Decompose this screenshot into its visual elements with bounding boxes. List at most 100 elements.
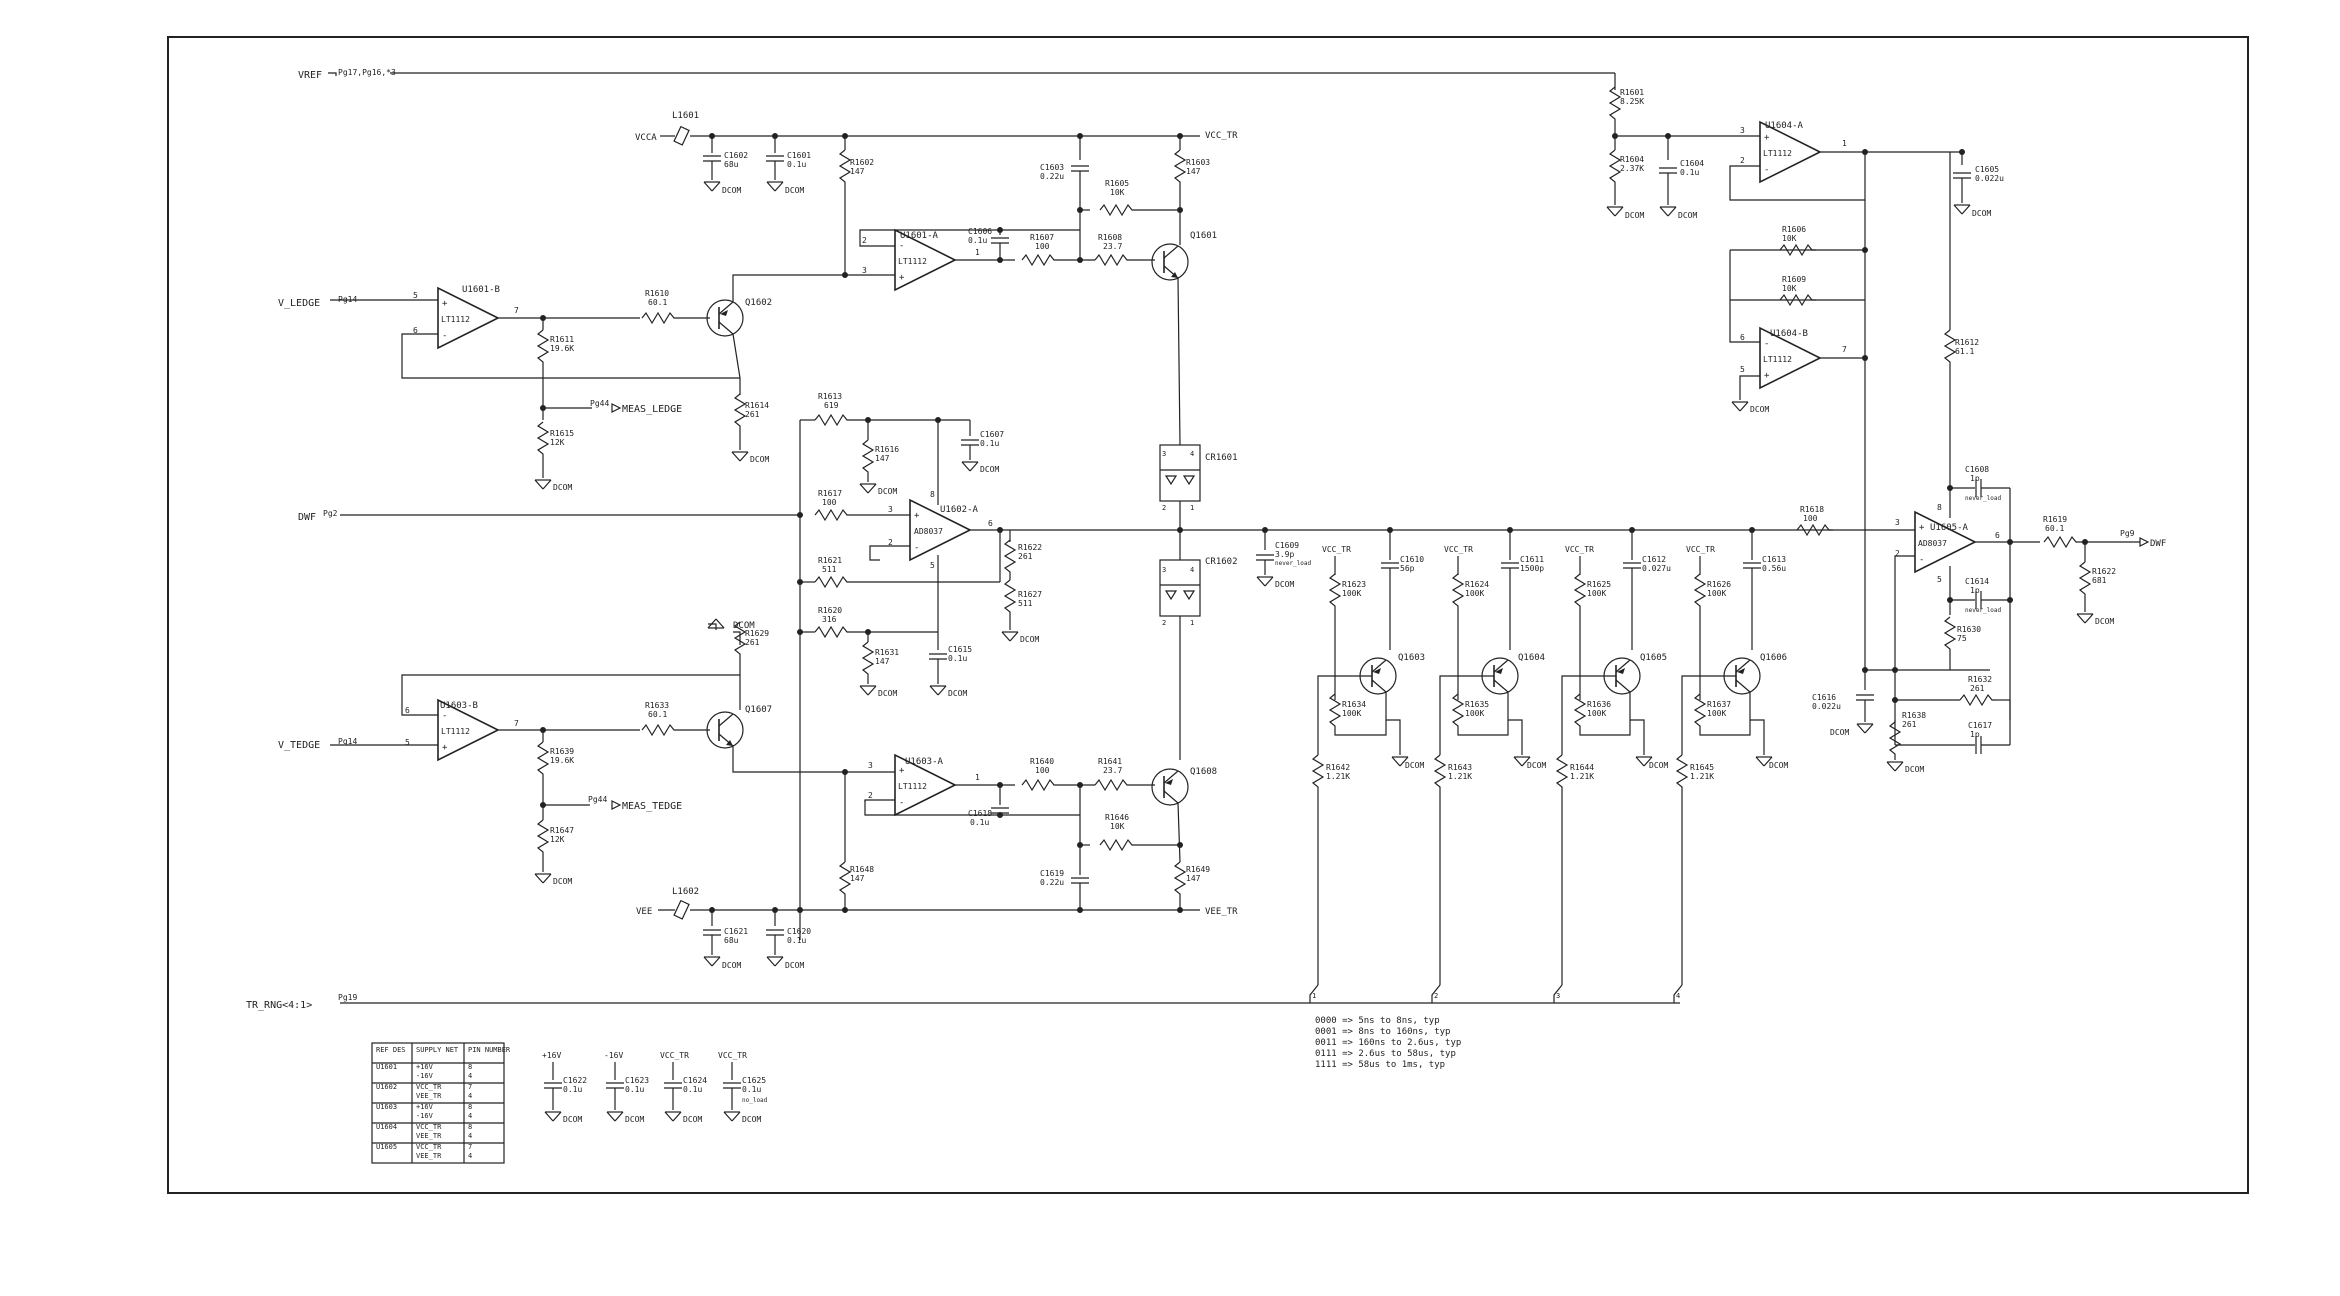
c1607-value: 0.1u (980, 439, 999, 448)
c1606-ref: C1606 (968, 227, 992, 236)
r1641-ref: R1641 (1098, 757, 1122, 766)
svg-text:3: 3 (1162, 566, 1166, 574)
c1607-ref: C1607 (980, 430, 1004, 439)
r1603-ref: R1603 (1186, 158, 1210, 167)
c1622-value: 0.1u (563, 1085, 582, 1094)
r1633-ref: R1633 (645, 701, 669, 710)
svg-text:-: - (1919, 555, 1924, 565)
c1624-ref: C1624 (683, 1076, 707, 1085)
svg-text:1: 1 (975, 248, 980, 257)
supply-label: VCC_TR (660, 1051, 689, 1060)
r1632-value: 261 (1970, 684, 1985, 693)
svg-text:7: 7 (514, 719, 519, 728)
r1639-value: 19.6K (550, 756, 574, 765)
timing-cell-4: VCC_TR R1626 100K C1613 0.56u Q1606 DCOM… (1676, 530, 1788, 985)
r1643-value: 1.21K (1448, 772, 1472, 781)
svg-text:-: - (899, 798, 904, 808)
c1614-note: never_load (1965, 607, 2002, 614)
c1620-value: 0.1u (787, 936, 806, 945)
svg-text:+: + (899, 273, 905, 283)
svg-text:1: 1 (1842, 139, 1847, 148)
c1610-ref: C1610 (1400, 555, 1424, 564)
r1639-ref: R1639 (550, 747, 574, 756)
r1632-ref: R1632 (1968, 675, 1992, 684)
decoupling-c1622: +16V C1622 0.1u DCOM (542, 1051, 587, 1124)
table-cell: VCC_TR (416, 1123, 442, 1131)
c1616-value: 0.022u (1812, 702, 1841, 711)
svg-text:-: - (914, 543, 919, 553)
dcom-label: DCOM (625, 1115, 644, 1124)
dcom-label: DCOM (683, 1115, 702, 1124)
table-cell: -16V (416, 1112, 434, 1120)
c1608-ref: C1608 (1965, 465, 1989, 474)
cr1602-ref: CR1602 (1205, 557, 1238, 567)
table-header: REF DES (376, 1046, 406, 1054)
svg-text:6: 6 (405, 706, 410, 715)
svg-text:6: 6 (988, 519, 993, 528)
dcom-label: DCOM (1830, 728, 1849, 737)
svg-text:2: 2 (888, 538, 893, 547)
q1603-ref: Q1603 (1398, 653, 1425, 663)
table-cell: 7 (468, 1143, 472, 1151)
svg-text:-: - (1764, 165, 1769, 175)
vref-port: VREF Pg17,Pg16,*3 (298, 68, 1616, 90)
dcom-label: DCOM (1905, 765, 1924, 774)
q1606-ref: Q1606 (1760, 653, 1787, 663)
u1601b-type: LT1112 (441, 315, 470, 324)
dcom-label: DCOM (722, 186, 741, 195)
dcom-label: DCOM (722, 961, 741, 970)
table-cell: VEE_TR (416, 1152, 442, 1160)
u1603a-type: LT1112 (898, 782, 927, 791)
c1620-ref: C1620 (787, 927, 811, 936)
r1638-ref: R1638 (1902, 711, 1926, 720)
meas-tedge-label: MEAS_TEDGE (622, 801, 682, 812)
u1603b-type: LT1112 (441, 727, 470, 736)
svg-text:5: 5 (413, 291, 418, 300)
r1604-value: 2.37K (1620, 164, 1644, 173)
vref-ref: Pg17,Pg16,*3 (338, 68, 396, 77)
dwf-in-ref: Pg2 (323, 509, 338, 518)
c1619-value: 0.22u (1040, 878, 1064, 887)
svg-text:5: 5 (1740, 365, 1745, 374)
range-note: 0011 => 160ns to 2.6us, typ (1315, 1038, 1461, 1048)
svg-text:2: 2 (1434, 992, 1438, 1000)
r1626-value: 100K (1707, 589, 1726, 598)
l1602-ferrite (673, 899, 690, 920)
u1604a-ref: U1604-A (1765, 121, 1804, 131)
u1603a-ref: U1603-A (905, 757, 944, 767)
svg-text:1: 1 (975, 773, 980, 782)
svg-text:3: 3 (862, 266, 867, 275)
u1602a-ref: U1602-A (940, 505, 979, 515)
r1638-value: 261 (1902, 720, 1917, 729)
dcom-label: DCOM (1020, 635, 1039, 644)
meas-ledge-label: MEAS_LEDGE (622, 404, 682, 415)
r1607-ref: R1607 (1030, 233, 1054, 242)
r1649-ref: R1649 (1186, 865, 1210, 874)
r1610-value: 60.1 (648, 298, 667, 307)
table-cell: U1603 (376, 1103, 397, 1111)
r1602-value: 147 (850, 167, 865, 176)
u1603b-opamp: -+ LT1112 U1603-B 657 (405, 698, 640, 762)
u1605a-opamp: +- AD8037 U1605-A 326 85 (1880, 488, 2000, 600)
c1615-ref: C1615 (948, 645, 972, 654)
r1620-ref: R1620 (818, 606, 842, 615)
c1621-value: 68u (724, 936, 739, 945)
svg-text:5: 5 (405, 738, 410, 747)
r1614-ref: R1614 (745, 401, 769, 410)
c1602-value: 68u (724, 160, 739, 169)
range-note: 0001 => 8ns to 160ns, typ (1315, 1027, 1450, 1037)
u1601a-opamp: -+ LT1112 U1601-A 231 (845, 228, 1080, 292)
r1642-value: 1.21K (1326, 772, 1350, 781)
svg-text:+: + (442, 299, 448, 309)
svg-text:2: 2 (1895, 549, 1900, 558)
tr-rng-ref: Pg19 (338, 993, 357, 1002)
r1627-value: 511 (1018, 599, 1033, 608)
dcom-label: DCOM (742, 1115, 761, 1124)
svg-text:-: - (442, 711, 447, 721)
r1633-value: 60.1 (648, 710, 667, 719)
vcc-tr-label: VCC_TR (1322, 545, 1351, 554)
r1627-ref: R1627 (1018, 590, 1042, 599)
supply-label: -16V (604, 1051, 623, 1060)
r1647-ref: R1647 (550, 826, 574, 835)
c1624-value: 0.1u (683, 1085, 702, 1094)
